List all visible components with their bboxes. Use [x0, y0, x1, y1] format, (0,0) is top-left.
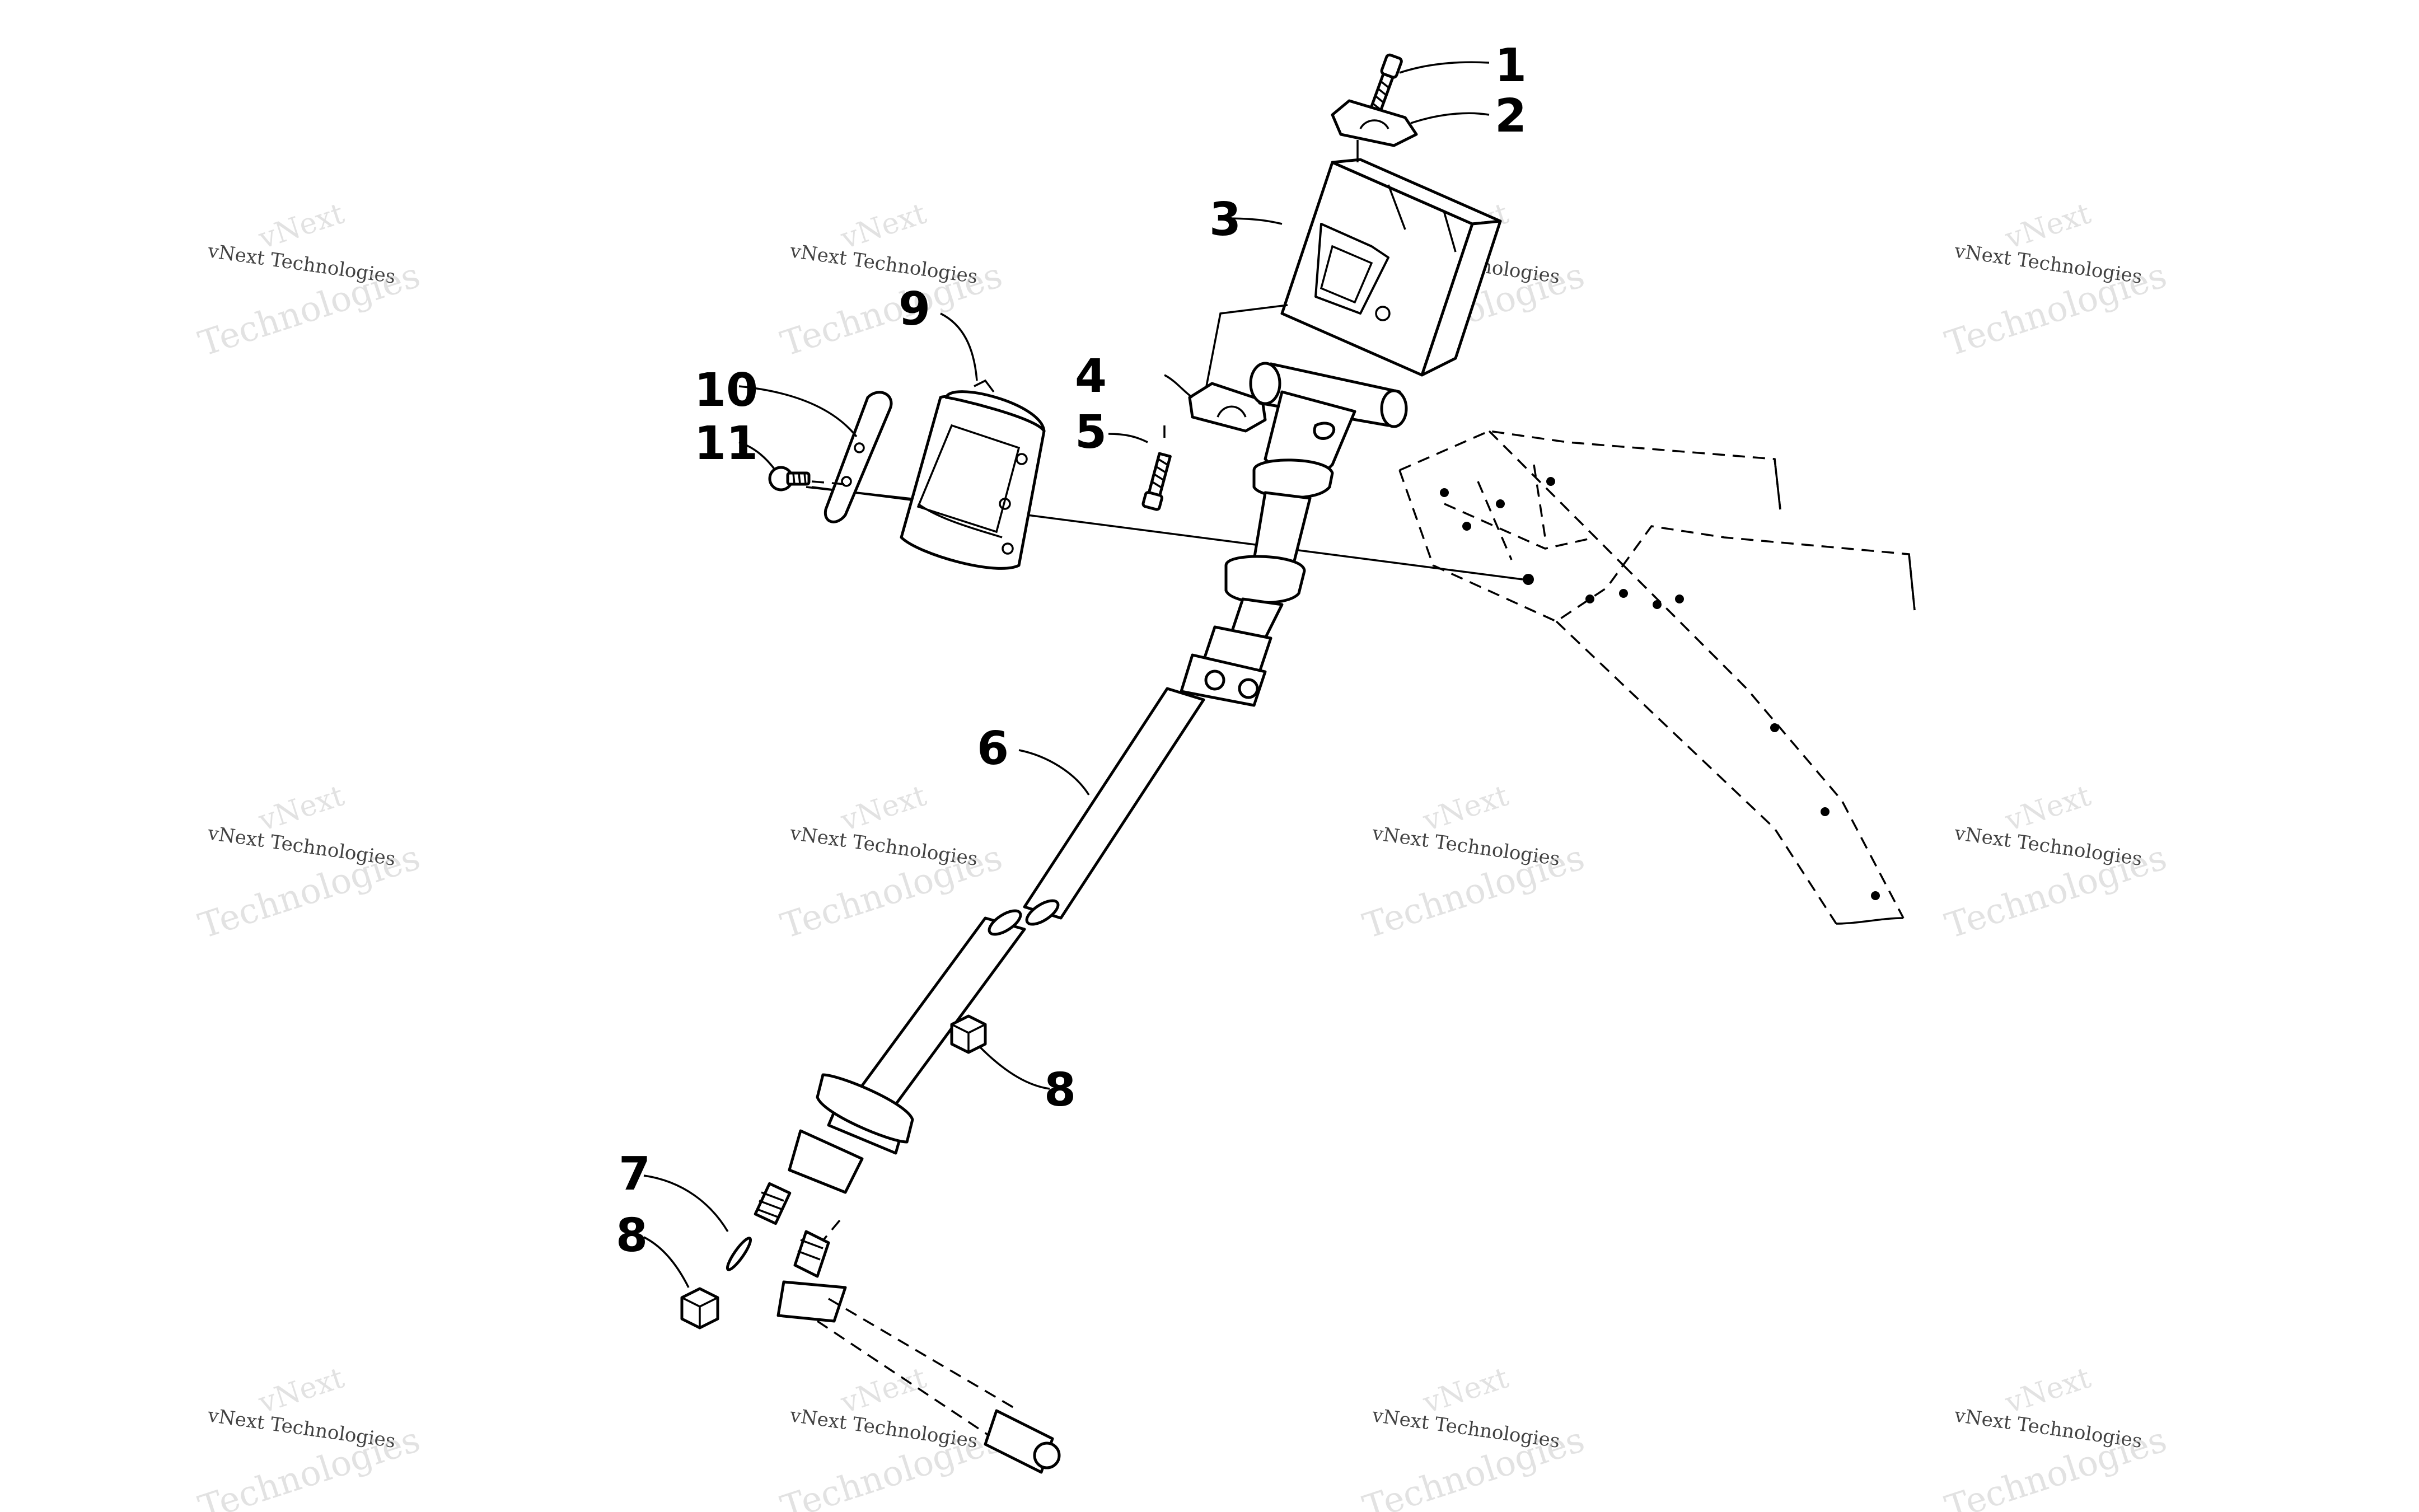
callout-10: 10: [694, 364, 758, 417]
callout-1: 1: [1495, 39, 1527, 92]
watermark: vNext vNext Technologies Technologies: [1940, 1361, 2172, 1512]
watermark-line-1: vNext: [2001, 779, 2095, 838]
washer-icon: [726, 1237, 752, 1271]
clamp-cap-icon: [1331, 99, 1418, 147]
frame-hole: [1871, 891, 1880, 900]
callout-8-upper: 8: [1044, 1064, 1076, 1117]
bolt-icon: [1141, 452, 1172, 511]
watermark-line-1: vNext: [254, 196, 348, 256]
watermark: vNext vNext Technologies Technologies: [1358, 779, 1589, 946]
watermark-line-1: vNext: [2001, 1361, 2095, 1420]
frame-hole: [1619, 589, 1628, 598]
callout-5: 5: [1075, 406, 1107, 459]
callout-11: 11: [694, 417, 758, 470]
watermark-line-1: vNext: [254, 1361, 348, 1420]
frame-hole: [1496, 499, 1505, 508]
frame-hole: [1821, 807, 1830, 816]
bolt-icon: [1368, 53, 1403, 116]
frame-outline: [1398, 430, 1916, 925]
callout-labels: 1 2 3 4 5 6 7 8 8 9 10 11: [616, 39, 1527, 1262]
steering-bracket-icon: [1280, 158, 1502, 377]
watermark: vNext vNext Technologies Technologies: [194, 779, 425, 946]
screw-icon: [768, 466, 811, 491]
callout-9: 9: [899, 283, 930, 336]
cover-icon: [900, 379, 1046, 570]
nut-icon: [680, 1287, 719, 1330]
callout-2: 2: [1495, 90, 1527, 143]
frame-hole: [1675, 594, 1684, 603]
watermark: vNext vNext Technologies Technologies: [1358, 1361, 1589, 1512]
frame-hole: [1653, 600, 1662, 609]
callout-8-lower: 8: [616, 1209, 648, 1262]
watermark-line-1: vNext: [836, 1361, 930, 1420]
watermark-line-1: vNext: [2001, 196, 2095, 256]
steering-shaft-icon: [844, 687, 1205, 1121]
frame-hole: [1462, 522, 1471, 531]
frame-hole: [1546, 477, 1555, 486]
watermark-line-1: vNext: [836, 779, 930, 838]
watermark: vNext vNext Technologies Technologies: [776, 779, 1007, 946]
watermark-line-1: vNext: [836, 196, 930, 256]
watermark: vNext vNext Technologies Technologies: [776, 196, 1007, 364]
frame-hole: [1440, 488, 1449, 497]
steering-column-lower: [754, 1073, 914, 1225]
callout-4: 4: [1075, 350, 1107, 403]
callout-7: 7: [619, 1148, 651, 1201]
watermark: vNext vNext Technologies Technologies: [1940, 779, 2172, 946]
frame-hole: [1585, 594, 1594, 603]
watermark-line-1: vNext: [254, 779, 348, 838]
watermark-line-1: vNext: [1419, 779, 1513, 838]
watermark: vNext vNext Technologies Technologies: [194, 196, 425, 364]
watermarks: vNext vNext Technologies Technologies vN…: [194, 196, 2172, 1512]
frame-hole: [1770, 723, 1779, 732]
frame-hole: [1523, 574, 1534, 585]
watermark: vNext vNext Technologies Technologies: [194, 1361, 425, 1512]
callout-3: 3: [1209, 193, 1241, 246]
nut-icon: [950, 1014, 987, 1054]
watermark-line-1: vNext: [1419, 1361, 1513, 1420]
watermark: vNext vNext Technologies Technologies: [1940, 196, 2172, 364]
callout-6: 6: [977, 722, 1009, 775]
universal-joint-icon: [1180, 625, 1272, 707]
plate-icon: [824, 391, 893, 523]
clamp-block-icon: [1188, 382, 1267, 433]
tie-rod: [776, 1219, 1061, 1474]
